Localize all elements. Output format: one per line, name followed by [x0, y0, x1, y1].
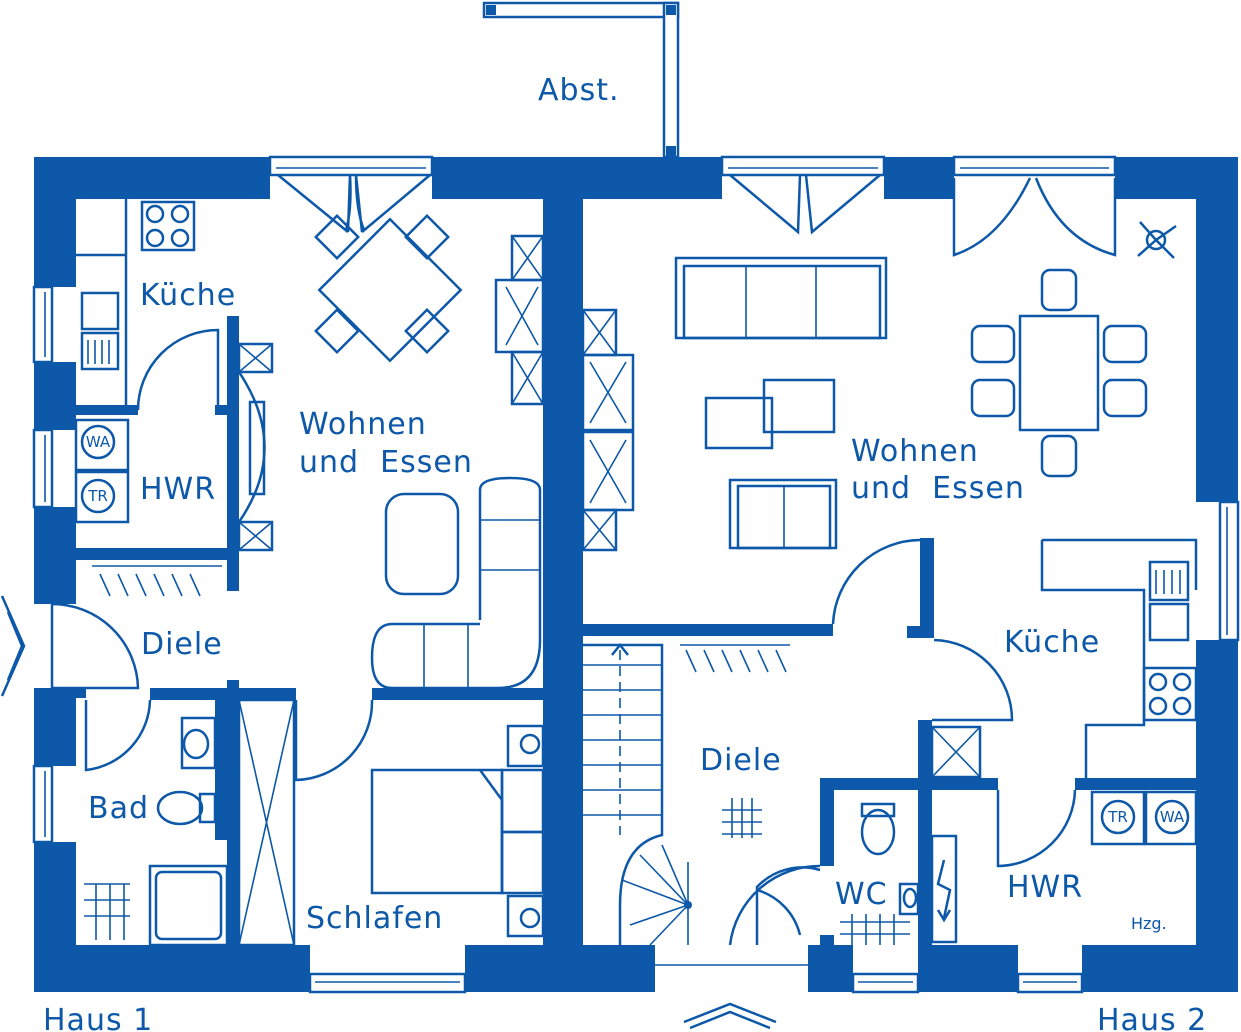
haus1-dining-table	[314, 214, 463, 363]
haus1-hwr-appliances: WA TR	[74, 418, 130, 524]
label-h1-schlafen: Schlafen	[306, 901, 443, 936]
dryer-label-2: TR	[1107, 808, 1128, 826]
haus2-kitchen	[1040, 538, 1198, 778]
haus2-sofa	[674, 256, 888, 550]
heating-symbol-icon	[930, 834, 958, 944]
label-h2-diele: Diele	[700, 743, 782, 778]
haus2-diele-wardrobe	[680, 644, 790, 838]
haus2-walls	[583, 538, 1196, 950]
label-h2-wohnen-line2: und Essen	[851, 471, 1025, 506]
haus2-dining	[970, 268, 1148, 478]
label-h2-wohnen-line1: Wohnen	[851, 434, 979, 469]
label-haus1: Haus 1	[43, 1003, 153, 1032]
room-labels: Abst. Küche Wohnen und Essen HWR Diele B…	[43, 73, 1207, 1032]
outer-walls	[34, 157, 1238, 992]
haus1-sofa	[370, 476, 542, 690]
window-sashes	[277, 174, 1117, 257]
label-h2-hwr: HWR	[1007, 870, 1083, 905]
dryer-label: TR	[87, 487, 108, 505]
haus1-diele-wardrobe	[92, 565, 222, 597]
haus2-wc-fixtures	[840, 725, 982, 945]
label-h1-bad: Bad	[88, 791, 149, 826]
label-h2-wc: WC	[835, 877, 888, 912]
label-haus2: Haus 2	[1097, 1003, 1207, 1032]
washer-label-2: WA	[1160, 808, 1185, 826]
label-h2-kueche: Küche	[1004, 625, 1100, 660]
plant-icon	[1137, 221, 1177, 259]
windows	[32, 155, 1240, 994]
entrance-arrow-icon	[0, 595, 26, 697]
haus1-cabinets	[237, 234, 545, 552]
haus2-cabinets	[581, 308, 635, 552]
haus1-bad-fixtures	[84, 716, 229, 947]
haus1-schlafen-furniture	[237, 698, 545, 947]
washer-label: WA	[86, 433, 111, 451]
label-abst: Abst.	[538, 73, 620, 108]
label-h1-kueche: Küche	[140, 278, 236, 313]
doors	[50, 328, 1077, 966]
haus1-walls	[76, 316, 543, 945]
label-h1-diele: Diele	[141, 627, 223, 662]
haus2-stairs	[583, 642, 692, 946]
haus1-kitchen	[76, 199, 196, 405]
haus2-hwr-appliances: TR WA	[1090, 790, 1198, 846]
label-h1-wohnen-line1: Wohnen	[299, 407, 427, 442]
entrance-chevron-icon	[683, 1002, 777, 1030]
abstellraum-outline	[482, 1, 680, 159]
label-h1-hwr: HWR	[140, 472, 216, 507]
stair-arrow-icon	[611, 642, 629, 656]
label-h1-wohnen-line2: und Essen	[299, 445, 473, 480]
label-h2-hzg: Hzg.	[1131, 914, 1167, 933]
